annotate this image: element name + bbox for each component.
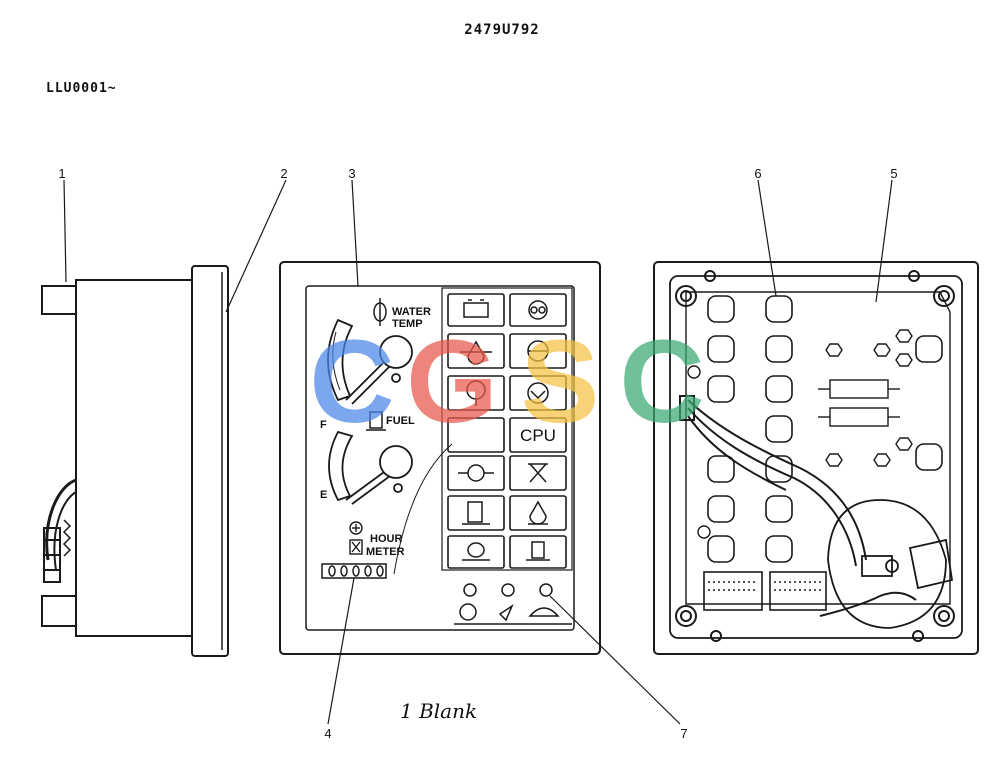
callout-4: 4: [324, 726, 331, 741]
coolant-level-lamp-icon: [466, 380, 486, 406]
hour-meter-label-line1: HOUR: [370, 533, 402, 545]
charge-lamp-icon: [458, 464, 494, 482]
watermark-letter-4: C: [619, 316, 704, 448]
water-temp-icon: [373, 298, 387, 326]
callout-5: 5: [890, 166, 897, 181]
indicator-lamp-grid: [447, 293, 567, 569]
preheat-lamp-icon: [528, 300, 548, 320]
pcb-components: [687, 329, 913, 539]
hour-meter-icon: [349, 521, 363, 555]
callout-7: 7: [680, 726, 687, 741]
callout-3: 3: [348, 166, 355, 181]
callout-1: 1: [58, 166, 65, 181]
oil-pressure-lamp-icon: [460, 340, 492, 365]
gauge-empty-mark: E: [320, 489, 327, 501]
callout-leader-3: [351, 179, 359, 287]
serial-range: LLU0001~: [46, 81, 117, 96]
watermark-letter-2: G: [406, 316, 498, 448]
air-filter-lamp-icon: [527, 382, 549, 404]
hydraulic-lamp-icon: [528, 463, 548, 483]
watermark-letter-1: C: [309, 316, 394, 448]
water-separator-lamp-icon: [528, 500, 548, 525]
hour-meter-label-line2: METER: [366, 546, 405, 558]
callout-leader-7: [549, 595, 681, 725]
wire-connectors: [703, 571, 827, 611]
fuel-level-lamp-icon: [462, 501, 490, 525]
side-view-housing: [41, 265, 229, 657]
fuel-gauge: [328, 430, 413, 505]
callout-6: 6: [754, 166, 761, 181]
fuel-pump-icon: [366, 411, 386, 431]
hour-meter-counter: [321, 563, 387, 579]
water-temp-label-line2: TEMP: [392, 318, 423, 330]
handwritten-note: 1 Blank: [400, 699, 477, 723]
hour-meter-leader: [393, 443, 453, 575]
watermark: C G S C: [309, 316, 704, 448]
coolant-tank-lamp-icon: [526, 541, 550, 561]
battery-lamp-icon: [463, 299, 489, 318]
cpu-lamp-label: CPU: [520, 426, 556, 445]
fuel-label: FUEL: [386, 415, 415, 427]
callout-leader-5: [875, 179, 893, 303]
rear-view-housing: [653, 261, 979, 655]
gauge-back-assembly: [827, 499, 954, 629]
callout-leader-1: [63, 179, 67, 283]
callout-2: 2: [280, 166, 287, 181]
callout-leader-6: [757, 179, 777, 297]
callout-leader-2: [225, 179, 287, 313]
front-panel: [279, 261, 601, 655]
engine-oil-lamp-icon: [527, 340, 549, 362]
water-temp-label-line1: WATER: [392, 306, 431, 318]
part-number: 2479U792: [464, 22, 539, 38]
watermark-letter-3: S: [521, 316, 600, 448]
gauge-full-mark: F: [320, 419, 327, 431]
water-temp-gauge: [327, 318, 413, 405]
water-temp-lamp-icon: [462, 542, 490, 561]
callout-leader-4: [327, 577, 355, 725]
bulb-sockets: [707, 295, 943, 563]
mode-indicator-lamps: [454, 583, 572, 625]
wire-harness: [679, 395, 917, 617]
